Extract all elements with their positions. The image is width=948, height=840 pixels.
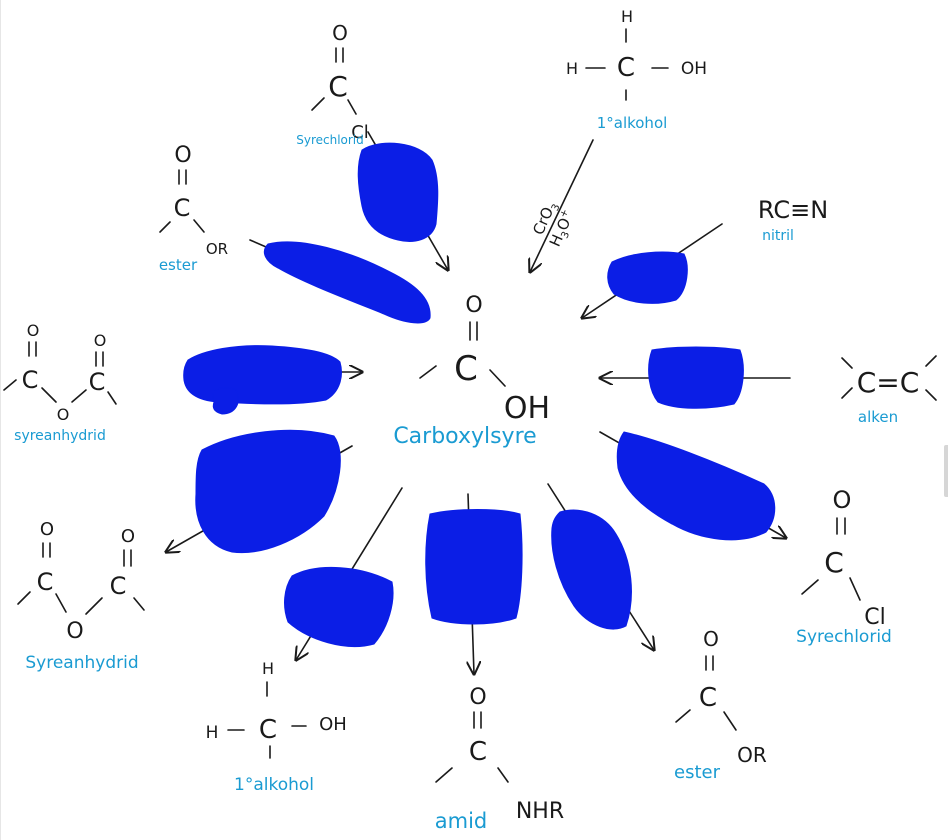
scroll-handle[interactable] bbox=[944, 445, 948, 497]
syreanhydrid-left-label: syreanhydrid bbox=[14, 428, 106, 444]
nitril-label: nitril bbox=[762, 228, 794, 244]
svg-text:C: C bbox=[89, 368, 106, 396]
svg-text:OH: OH bbox=[319, 714, 347, 735]
svg-text:O: O bbox=[27, 321, 40, 340]
scribble-bottom-center bbox=[425, 509, 523, 625]
scribble-left-loop bbox=[212, 387, 239, 415]
syrechlorid-top-molecule: O C Cl Syrechlorid bbox=[296, 21, 369, 147]
scribble-lower-left bbox=[195, 429, 341, 554]
scribble-left bbox=[183, 345, 342, 405]
carboxyl-carbon: C bbox=[454, 349, 478, 389]
hydroxyl-group: OH bbox=[504, 391, 550, 426]
svg-text:NHR: NHR bbox=[516, 799, 564, 824]
scribble-lower-right bbox=[616, 431, 776, 541]
svg-text:C: C bbox=[824, 546, 844, 579]
nitril-molecule: RC≡N nitril bbox=[758, 196, 828, 244]
svg-text:O: O bbox=[174, 143, 191, 168]
svg-text:H: H bbox=[206, 723, 219, 743]
svg-text:OH: OH bbox=[681, 59, 707, 79]
arrow-from-alkohol-top bbox=[530, 139, 594, 272]
page-edge bbox=[0, 0, 1, 840]
amid-molecule: O C NHR amid bbox=[435, 685, 564, 833]
scribble-upper-right bbox=[607, 251, 688, 304]
scribble-top-left bbox=[357, 142, 439, 242]
scribble-bottom-left bbox=[284, 567, 394, 648]
scribble-upper-left bbox=[263, 241, 431, 324]
ester-left-molecule: O C OR ester bbox=[159, 143, 228, 274]
syrechlorid-right-label: Syrechlorid bbox=[796, 627, 892, 647]
svg-text:O: O bbox=[66, 619, 83, 644]
svg-text:O: O bbox=[40, 519, 54, 540]
syreanhydrid-bottom-label: Syreanhydrid bbox=[25, 653, 138, 673]
alken-label: alken bbox=[858, 408, 898, 426]
scribble-right bbox=[648, 346, 744, 409]
syreanhydrid-bottom-molecule: O C O C O Syreanhydrid bbox=[17, 519, 145, 673]
svg-text:O: O bbox=[57, 405, 70, 424]
carbonyl-oxygen: O bbox=[465, 293, 482, 318]
scribble-redactions bbox=[183, 142, 776, 648]
alkohol-top-molecule: H H C OH 1°alkohol bbox=[566, 7, 707, 132]
nitril-formula: RC≡N bbox=[758, 196, 828, 224]
syreanhydrid-left-molecule: O C O C O syreanhydrid bbox=[3, 321, 117, 444]
svg-text:O: O bbox=[121, 526, 135, 547]
syrechlorid-top-label: Syrechlorid bbox=[296, 133, 364, 147]
svg-text:Cl: Cl bbox=[351, 122, 369, 143]
svg-text:C: C bbox=[37, 568, 54, 596]
oxidation-reagent: CrO3 H3O+ bbox=[529, 203, 574, 250]
svg-text:C: C bbox=[328, 70, 348, 103]
svg-text:OR: OR bbox=[737, 743, 767, 767]
svg-text:O: O bbox=[703, 627, 719, 651]
svg-text:C: C bbox=[110, 572, 127, 600]
svg-text:O: O bbox=[332, 21, 348, 45]
ester-bottom-label: ester bbox=[674, 762, 721, 783]
ester-bottom-molecule: O C OR ester bbox=[674, 627, 767, 783]
svg-text:C: C bbox=[699, 683, 717, 713]
svg-text:O: O bbox=[833, 486, 852, 514]
ester-left-label: ester bbox=[159, 256, 198, 274]
alkohol-bottom-label: 1°alkohol bbox=[234, 775, 314, 795]
svg-text:C: C bbox=[22, 366, 39, 394]
amid-label: amid bbox=[435, 809, 488, 833]
svg-text:Cl: Cl bbox=[864, 605, 885, 630]
carboxylsyre-molecule: O C OH Carboxylsyre bbox=[393, 293, 550, 449]
svg-text:C: C bbox=[259, 715, 277, 745]
svg-text:H: H bbox=[262, 659, 274, 678]
svg-text:C: C bbox=[469, 737, 487, 767]
syrechlorid-right-molecule: O C Cl Syrechlorid bbox=[796, 486, 892, 647]
alkohol-bottom-molecule: H H C OH 1°alkohol bbox=[206, 659, 347, 795]
alken-molecule: C=C alken bbox=[841, 355, 937, 426]
svg-text:C: C bbox=[617, 53, 635, 83]
svg-text:H: H bbox=[566, 59, 578, 78]
carboxylsyre-label: Carboxylsyre bbox=[393, 424, 536, 449]
svg-text:C: C bbox=[174, 194, 191, 222]
alken-formula: C=C bbox=[857, 366, 920, 399]
svg-text:O: O bbox=[469, 685, 486, 710]
scribble-bottom-right bbox=[551, 509, 632, 630]
svg-text:OR: OR bbox=[206, 240, 228, 258]
svg-text:O: O bbox=[94, 331, 107, 350]
alkohol-top-label: 1°alkohol bbox=[597, 114, 668, 132]
svg-text:H: H bbox=[621, 7, 633, 26]
